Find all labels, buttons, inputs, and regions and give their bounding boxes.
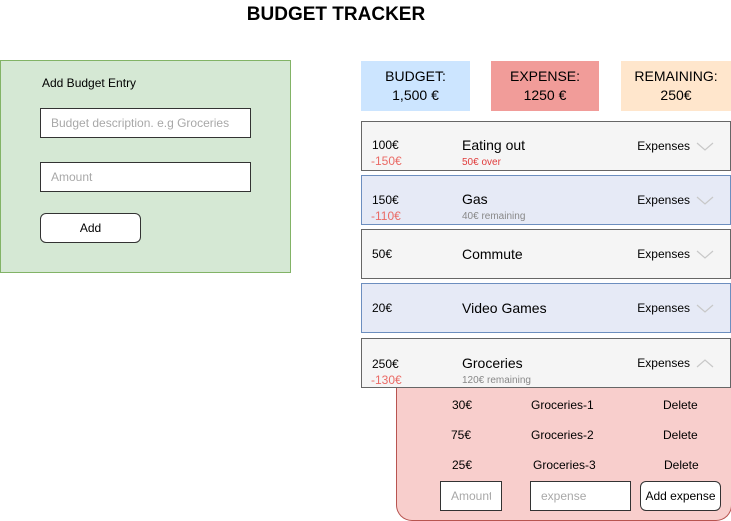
chevron-down-icon [696,196,714,205]
category-name: Groceries [462,355,523,371]
budget-label: BUDGET: [385,68,446,84]
expenses-toggle[interactable]: Expenses [637,190,714,210]
expenses-toggle-label: Expenses [637,247,690,261]
delete-expense-button[interactable]: Delete [663,428,698,442]
category-amount: 20€ [372,301,393,315]
budget-description-input[interactable] [40,108,251,138]
expense-amount: 75€ [451,428,472,442]
category-status: 50€ over [462,157,501,168]
budget-amount-input[interactable] [40,162,251,192]
expense-name: Groceries-1 [531,398,594,412]
page-title: BUDGET TRACKER [246,4,426,25]
category-amount: 250€ [372,357,399,371]
category-row-gas: 150€ -110€ Gas 40€ remaining Expenses [361,175,731,225]
expenses-toggle-label: Expenses [637,139,690,153]
expenses-toggle-label: Expenses [637,193,690,207]
new-expense-amount-input[interactable] [440,481,502,511]
remaining-label: REMAINING: [634,68,718,84]
category-spent: -150€ [371,154,402,168]
category-status: 120€ remaining [462,375,531,386]
expenses-toggle-label: Expenses [637,356,690,370]
chevron-down-icon [696,250,714,259]
expense-summary: EXPENSE: 1250 € [491,61,599,111]
expenses-toggle[interactable]: Expenses [637,136,714,156]
category-row-video-games: 20€ Video Games Expenses [361,283,731,333]
category-row-groceries: 250€ -130€ Groceries 120€ remaining Expe… [361,338,731,388]
category-row-commute: 50€ Commute Expenses [361,229,731,279]
add-budget-button[interactable]: Add [40,213,141,243]
expense-label: EXPENSE: [509,68,581,84]
expense-amount: 25€ [452,458,473,472]
expenses-toggle[interactable]: Expenses [637,298,714,318]
add-expense-button[interactable]: Add expense [640,481,721,511]
category-spent: -130€ [371,373,402,387]
category-name: Video Games [462,300,547,316]
category-name: Eating out [462,137,526,153]
remaining-summary: REMAINING: 250€ [621,61,731,111]
category-name: Gas [462,191,488,207]
expenses-toggle[interactable]: Expenses [637,353,714,373]
expense-name: Groceries-3 [533,458,596,472]
budget-summary: BUDGET: 1,500 € [361,61,470,111]
chevron-down-icon [696,142,714,151]
chevron-up-icon [696,359,714,368]
category-row-eating-out: 100€ -150€ Eating out 50€ over Expenses [361,121,731,171]
expense-name: Groceries-2 [531,428,594,442]
delete-expense-button[interactable]: Delete [664,458,699,472]
category-amount: 100€ [372,138,399,152]
chevron-down-icon [696,304,714,313]
category-spent: -110€ [371,209,401,223]
category-amount: 50€ [372,247,393,261]
category-amount: 150€ [372,193,399,207]
expense-amount: 30€ [452,398,473,412]
remaining-value: 250€ [660,87,692,103]
expenses-toggle[interactable]: Expenses [637,244,714,264]
add-budget-entry-title: Add Budget Entry [42,76,137,90]
expense-value: 1250 € [523,87,567,103]
category-status: 40€ remaining [462,211,526,222]
delete-expense-button[interactable]: Delete [663,398,698,412]
expenses-toggle-label: Expenses [637,301,690,315]
new-expense-name-input[interactable] [530,481,631,511]
budget-value: 1,500 € [392,87,439,103]
category-name: Commute [462,246,523,262]
